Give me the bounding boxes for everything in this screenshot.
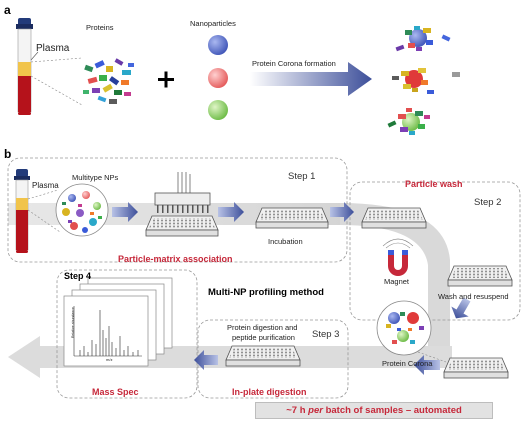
step1-box xyxy=(7,157,348,263)
inplate-digestion-label: In-plate digestion xyxy=(232,387,307,397)
digestion-plate xyxy=(443,357,509,379)
step1-label: Step 1 xyxy=(288,171,316,182)
step3-label: Step 3 xyxy=(312,329,340,340)
step4-label: Step 4 xyxy=(64,271,92,281)
corona-formation-arrow xyxy=(250,62,372,96)
zoom-line xyxy=(27,209,61,233)
flow-arrow xyxy=(451,297,471,319)
panel-a-label: a xyxy=(4,3,11,17)
resuspend-plate xyxy=(447,265,513,287)
footer-time: ~7 h xyxy=(286,405,309,416)
flow-arrow xyxy=(218,202,244,222)
particle-wash-label: Particle wash xyxy=(405,179,463,189)
multitype-nps-label: Multitype NPs xyxy=(72,173,119,182)
protein-corona-circle xyxy=(376,300,432,356)
incubation-plate xyxy=(255,207,329,229)
multitype-np-circle xyxy=(55,183,109,237)
magnet-icon xyxy=(382,238,414,276)
incubation-label: Incubation xyxy=(268,237,303,246)
flow-arrow xyxy=(330,202,354,222)
zoom-line xyxy=(30,57,83,63)
magnet-label: Magnet xyxy=(384,277,410,286)
nanoparticle-green xyxy=(208,100,228,120)
corona-formation-label: Protein Corona formation xyxy=(252,59,336,68)
corona-blue xyxy=(395,26,451,52)
zoom-line xyxy=(417,351,447,363)
protein-digestion-label-2: peptide purification xyxy=(232,333,295,342)
footer-rest: batch of samples – automated xyxy=(322,405,462,416)
corona-green xyxy=(387,108,430,135)
ms-ylabel: Relative abundance xyxy=(71,307,75,338)
protein-cluster xyxy=(83,58,134,104)
plasma-label-b: Plasma xyxy=(32,181,59,190)
zoom-line xyxy=(27,189,59,200)
plasma-label-a: Plasma xyxy=(36,43,70,54)
method-title: Multi-NP profiling method xyxy=(208,287,324,298)
nanoparticles-label: Nanoparticles xyxy=(190,19,236,28)
wash-resuspend-label: Wash and resuspend xyxy=(438,292,509,301)
mass-spec-pages xyxy=(63,277,173,367)
step3-box xyxy=(197,319,349,399)
flow-arrow xyxy=(112,202,138,222)
plasma-tube-a xyxy=(16,18,39,115)
nanoparticle-blue xyxy=(208,35,228,55)
plus-sign xyxy=(158,71,174,88)
footer-per: per xyxy=(308,405,323,416)
mass-spec-label: Mass Spec xyxy=(92,387,139,397)
step2-box xyxy=(349,181,521,321)
panel-b-label: b xyxy=(4,147,12,161)
flow-arrow xyxy=(194,350,218,370)
ms-xlabel: m/z xyxy=(106,357,113,362)
plasma-tube-b xyxy=(14,169,30,253)
step2-label: Step 2 xyxy=(474,197,502,208)
protein-corona-label: Protein Corona xyxy=(382,359,433,368)
corona-red xyxy=(392,68,460,94)
pipette-plate xyxy=(145,172,219,237)
flow-arrow xyxy=(414,355,440,375)
particle-matrix-label: Particle-matrix association xyxy=(118,254,233,264)
nanoparticle-red xyxy=(208,68,228,88)
step4-box xyxy=(56,269,198,399)
proteins-label: Proteins xyxy=(86,23,114,32)
automation-banner: ~7 h per batch of samples – automated xyxy=(255,402,493,419)
wash-plate xyxy=(361,207,427,229)
protein-digestion-label-1: Protein digestion and xyxy=(227,323,298,332)
zoom-line xyxy=(30,75,83,106)
peptide-plate xyxy=(225,345,301,367)
